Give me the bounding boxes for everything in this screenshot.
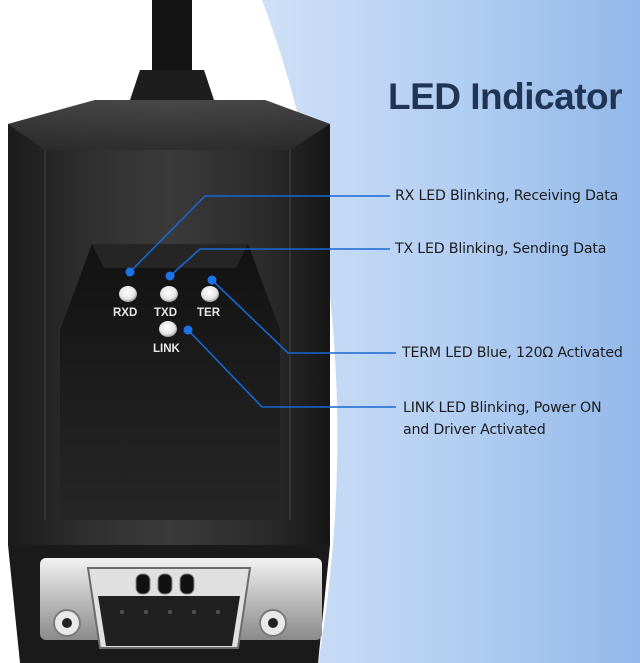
tx-callout-dot xyxy=(165,271,175,281)
cable xyxy=(152,0,192,70)
led-rxd-light xyxy=(119,286,137,302)
term-callout-text: TERM LED Blue, 120Ω Activated xyxy=(402,345,623,361)
strain-relief xyxy=(130,70,214,100)
link-callout-line xyxy=(187,329,396,408)
led-link-light xyxy=(159,321,177,337)
term-callout-line xyxy=(211,279,396,354)
rx-callout-line xyxy=(129,195,390,273)
led-rxd-label: RXD xyxy=(113,307,137,319)
led-txd-label: TXD xyxy=(154,307,177,319)
tx-callout-line xyxy=(169,248,390,277)
led-ter: TER xyxy=(197,286,221,319)
led-link-label: LINK xyxy=(153,343,181,355)
link-callout-line-2: and Driver Activated xyxy=(403,422,546,438)
led-rxd: RXD xyxy=(113,286,137,319)
link-callout-text: LINK LED Blinking, Power ON and Driver A… xyxy=(403,397,602,441)
led-ter-label: TER xyxy=(197,307,221,319)
led-txd-light xyxy=(160,286,178,302)
rx-callout-dot xyxy=(125,267,135,277)
led-panel xyxy=(60,244,280,520)
term-callout-dot xyxy=(207,275,217,285)
led-ter-light xyxy=(201,286,219,302)
link-callout-line-1: LINK LED Blinking, Power ON xyxy=(403,400,602,416)
link-callout-dot xyxy=(183,325,193,335)
page-title: LED Indicator xyxy=(388,76,623,117)
led-link: LINK xyxy=(153,321,181,355)
rx-callout-text: RX LED Blinking, Receiving Data xyxy=(395,188,619,204)
led-txd: TXD xyxy=(154,286,178,319)
tx-callout-text: TX LED Blinking, Sending Data xyxy=(395,241,607,257)
